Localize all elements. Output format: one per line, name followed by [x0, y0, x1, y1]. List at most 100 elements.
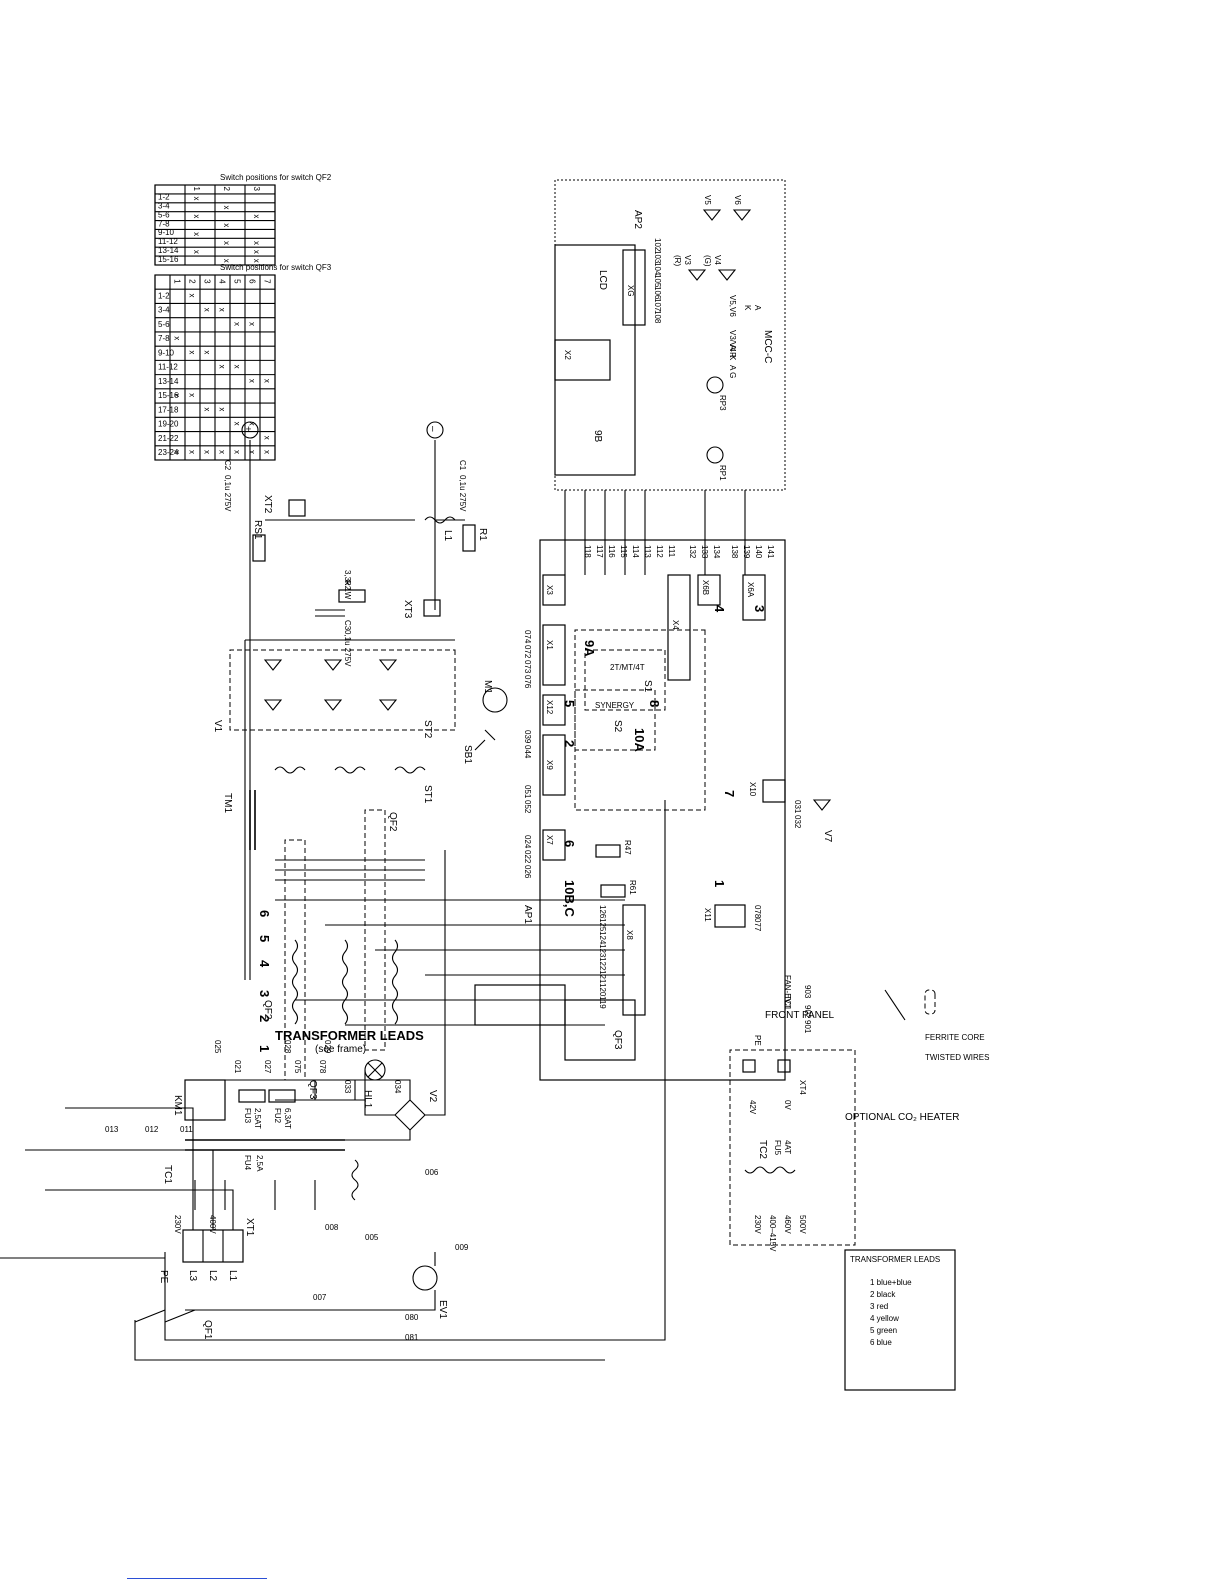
- block-10bc-label: 10B,C: [562, 880, 577, 917]
- tc1-transformer: TC1 230V 400V FU4 2,5A KM1 FU3 2,5AT FU2…: [162, 850, 446, 1234]
- xt3-terminal: [423, 599, 441, 617]
- qf3-table-mark: x: [173, 336, 182, 340]
- qf2-table-mark: x: [222, 241, 231, 245]
- fu5-label: FU5: [773, 1140, 782, 1156]
- sb1-switch-symbol[interactable]: [474, 729, 496, 751]
- rp3-potentiometer[interactable]: [706, 376, 724, 394]
- x10-label: X10: [748, 782, 757, 797]
- qf3-table-contact-7-8: 7-8: [158, 334, 170, 343]
- x7-label: X7: [545, 835, 554, 845]
- front-panel-pe: PE: [753, 1035, 762, 1046]
- block-5-label: 5: [562, 700, 577, 707]
- qf3-table-mark: x: [203, 350, 212, 354]
- qf2-table-mark: x: [222, 205, 231, 209]
- block-10a-label: 10A: [632, 728, 647, 752]
- ferrite-core-label: FERRITE CORE: [925, 1033, 985, 1042]
- wire-139: 139: [742, 545, 751, 559]
- output-plus-sign: +: [242, 426, 253, 432]
- wire-119: 119: [598, 996, 607, 1009]
- ap2-label: AP2: [632, 210, 643, 229]
- transformer-leads-title: TRANSFORMER LEADS: [275, 1028, 424, 1043]
- wire-077: 077: [753, 918, 762, 932]
- wire-115: 115: [619, 545, 628, 558]
- v2-bridge-symbol: [394, 1099, 426, 1131]
- wire-007: 007: [313, 1293, 327, 1302]
- connector-x8: [622, 904, 646, 1016]
- tc1-label: TC1: [162, 1165, 173, 1184]
- tm1-secondary-1: [274, 766, 306, 774]
- wire-052: 052: [523, 800, 532, 814]
- wire-903: 903: [803, 985, 812, 999]
- output-minus-sign: –: [427, 426, 438, 432]
- x6b-label: X6B: [701, 580, 710, 595]
- front-panel: FRONT PANEL FAN-EV1 TC1 PE 903 902 901: [753, 975, 835, 1046]
- qf3-table-contact-11-12: 11-12: [158, 363, 178, 372]
- km1-contactor: [184, 1079, 226, 1121]
- wire-114: 114: [631, 545, 640, 558]
- s1-mode-label: 2T/MT/4T: [610, 663, 645, 672]
- ap1-board: AP1 9A 2T/MT/4T S1 8 SYNERGY S2 10A 5 2 …: [462, 539, 833, 1081]
- x3-label: X3: [545, 585, 554, 595]
- wire-051: 051: [523, 785, 532, 799]
- qf2-table-mark: x: [192, 214, 201, 218]
- v4-color: (G): [703, 255, 712, 267]
- lead-number-4: 4: [257, 960, 272, 968]
- co2-tap-500: 500V: [798, 1215, 807, 1234]
- r61-label: R61: [628, 880, 637, 895]
- qf2-table-mark: x: [252, 259, 261, 263]
- wire-120: 120: [598, 983, 607, 997]
- v2-label: V2: [427, 1090, 438, 1103]
- connector-x4: [667, 574, 691, 681]
- wire-034: 034: [393, 1080, 402, 1094]
- wire-122: 122: [598, 957, 607, 971]
- synergy-label: SYNERGY: [595, 701, 635, 710]
- connector-x7: [542, 829, 566, 861]
- transformer-leads-see-frame: (see frame): [315, 1044, 366, 1055]
- r47-label: R47: [623, 840, 632, 855]
- tm1-label: TM1: [222, 793, 233, 813]
- qf3-table-mark: x: [188, 450, 197, 454]
- wire-116: 116: [607, 545, 616, 558]
- l1-label: L1: [442, 530, 453, 542]
- qf2-table-contact-1-2: 1-2: [158, 193, 170, 202]
- v5-label: V5: [703, 195, 712, 205]
- wire-076: 076: [523, 675, 532, 689]
- xt2-label: XT2: [262, 495, 273, 514]
- wire-074: 074: [523, 630, 532, 644]
- qf2-table-mark: x: [192, 197, 201, 201]
- xt4-label: XT4: [798, 1080, 807, 1095]
- qf3-table-mark: x: [218, 450, 227, 454]
- wire-078-x11: 078: [753, 905, 762, 919]
- xg-wire-labels: 102 103 104 105 106 107 108: [653, 238, 662, 324]
- block-4-label: 4: [712, 605, 727, 613]
- wire-103: 103: [653, 250, 662, 264]
- fu3-label: FU3: [243, 1108, 252, 1124]
- rp1-potentiometer[interactable]: [706, 446, 724, 464]
- s1-frame: [584, 649, 666, 711]
- wire-011: 011: [180, 1125, 193, 1134]
- wire-078-tc1: 078: [318, 1060, 327, 1074]
- r61-trimmer[interactable]: [600, 884, 626, 898]
- x1-label: X1: [545, 640, 554, 650]
- qf3-table-mark: x: [233, 365, 242, 369]
- r47-trimmer[interactable]: [595, 844, 621, 858]
- fu2-value: 6,3AT: [283, 1108, 292, 1129]
- c2-label: C2: [223, 460, 232, 471]
- block-6-label: 6: [562, 840, 577, 847]
- qf2-table-contact-11-12: 11-12: [158, 237, 178, 246]
- ferrite-core-symbol: [924, 989, 936, 1015]
- led-pinout-ar: A R: [728, 345, 737, 358]
- qf2-table-mark: x: [252, 250, 261, 254]
- x9-label: X9: [545, 760, 554, 770]
- qf2-table-mark: x: [192, 250, 201, 254]
- qf3-table-contact-5-6: 5-6: [158, 320, 170, 329]
- block-9a: [574, 629, 706, 811]
- wire-132: 132: [688, 545, 697, 559]
- rs1-shunt: [252, 534, 266, 562]
- qf2-table-mark: x: [252, 241, 261, 245]
- fu3-fuse: [238, 1089, 266, 1103]
- output-plus-terminal[interactable]: [241, 421, 259, 439]
- wire-028: 028: [283, 1040, 292, 1054]
- output-minus-terminal[interactable]: [426, 421, 444, 439]
